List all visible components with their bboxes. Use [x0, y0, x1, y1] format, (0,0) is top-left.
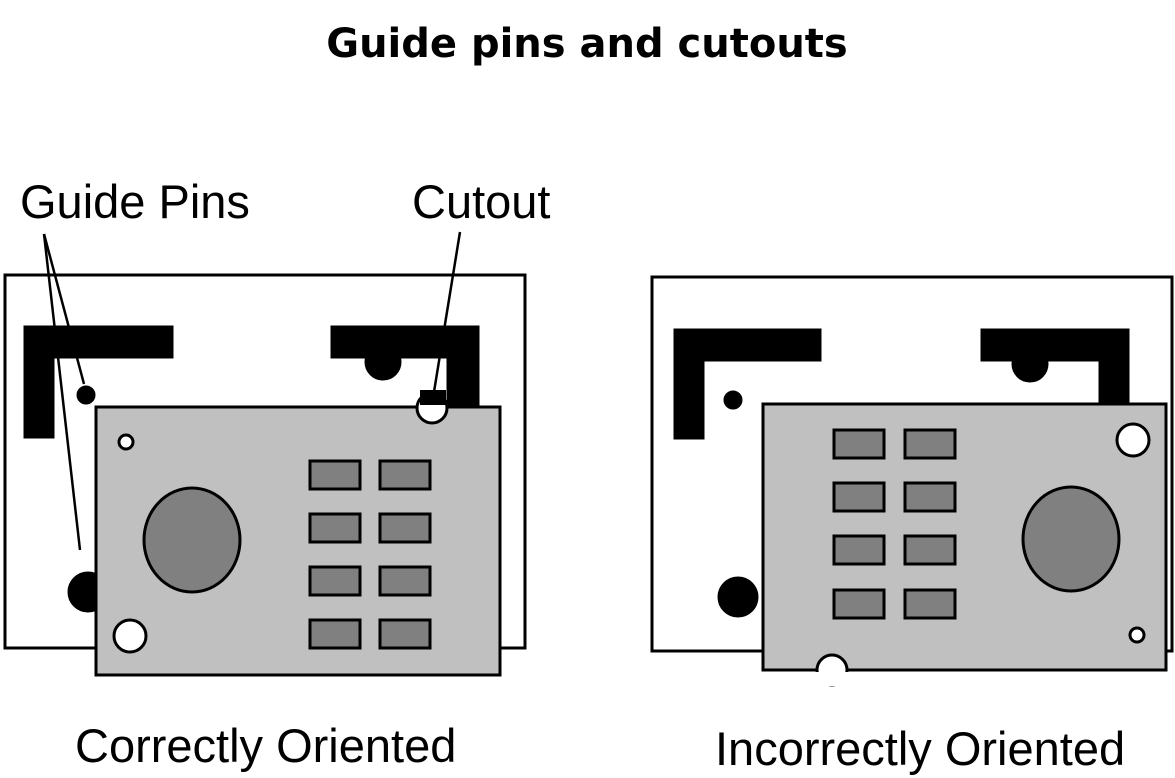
- guide-pin-large-top: [1011, 345, 1049, 383]
- cutout-label: Cutout: [412, 175, 550, 228]
- leader-line: [42, 233, 86, 385]
- guide-pin-small: [76, 385, 96, 405]
- correct-caption: Correctly Oriented: [75, 719, 456, 772]
- button-grid: [308, 459, 432, 650]
- guide-pins-label: Guide Pins: [20, 175, 250, 228]
- correct-assembly: [3, 231, 527, 677]
- round-component: [1021, 485, 1121, 593]
- large-hole: [1115, 422, 1151, 458]
- card: [761, 402, 1168, 672]
- guide-pin-large-top: [364, 343, 402, 381]
- guide-pin-large-bottom: [717, 576, 759, 618]
- button-grid: [832, 428, 957, 620]
- left-bracket: [673, 328, 822, 440]
- large-hole: [112, 618, 148, 654]
- incorrect-assembly: [650, 275, 1174, 687]
- round-component: [142, 486, 242, 594]
- diagram-title: Guide pins and cutouts: [326, 21, 847, 67]
- incorrect-caption: Incorrectly Oriented: [715, 722, 1125, 775]
- small-hole: [117, 433, 135, 451]
- small-hole: [1128, 626, 1146, 644]
- left-bracket: [23, 325, 174, 439]
- leader-line: [42, 233, 82, 551]
- leader-line: [431, 231, 462, 399]
- guide-pin-small: [723, 390, 743, 410]
